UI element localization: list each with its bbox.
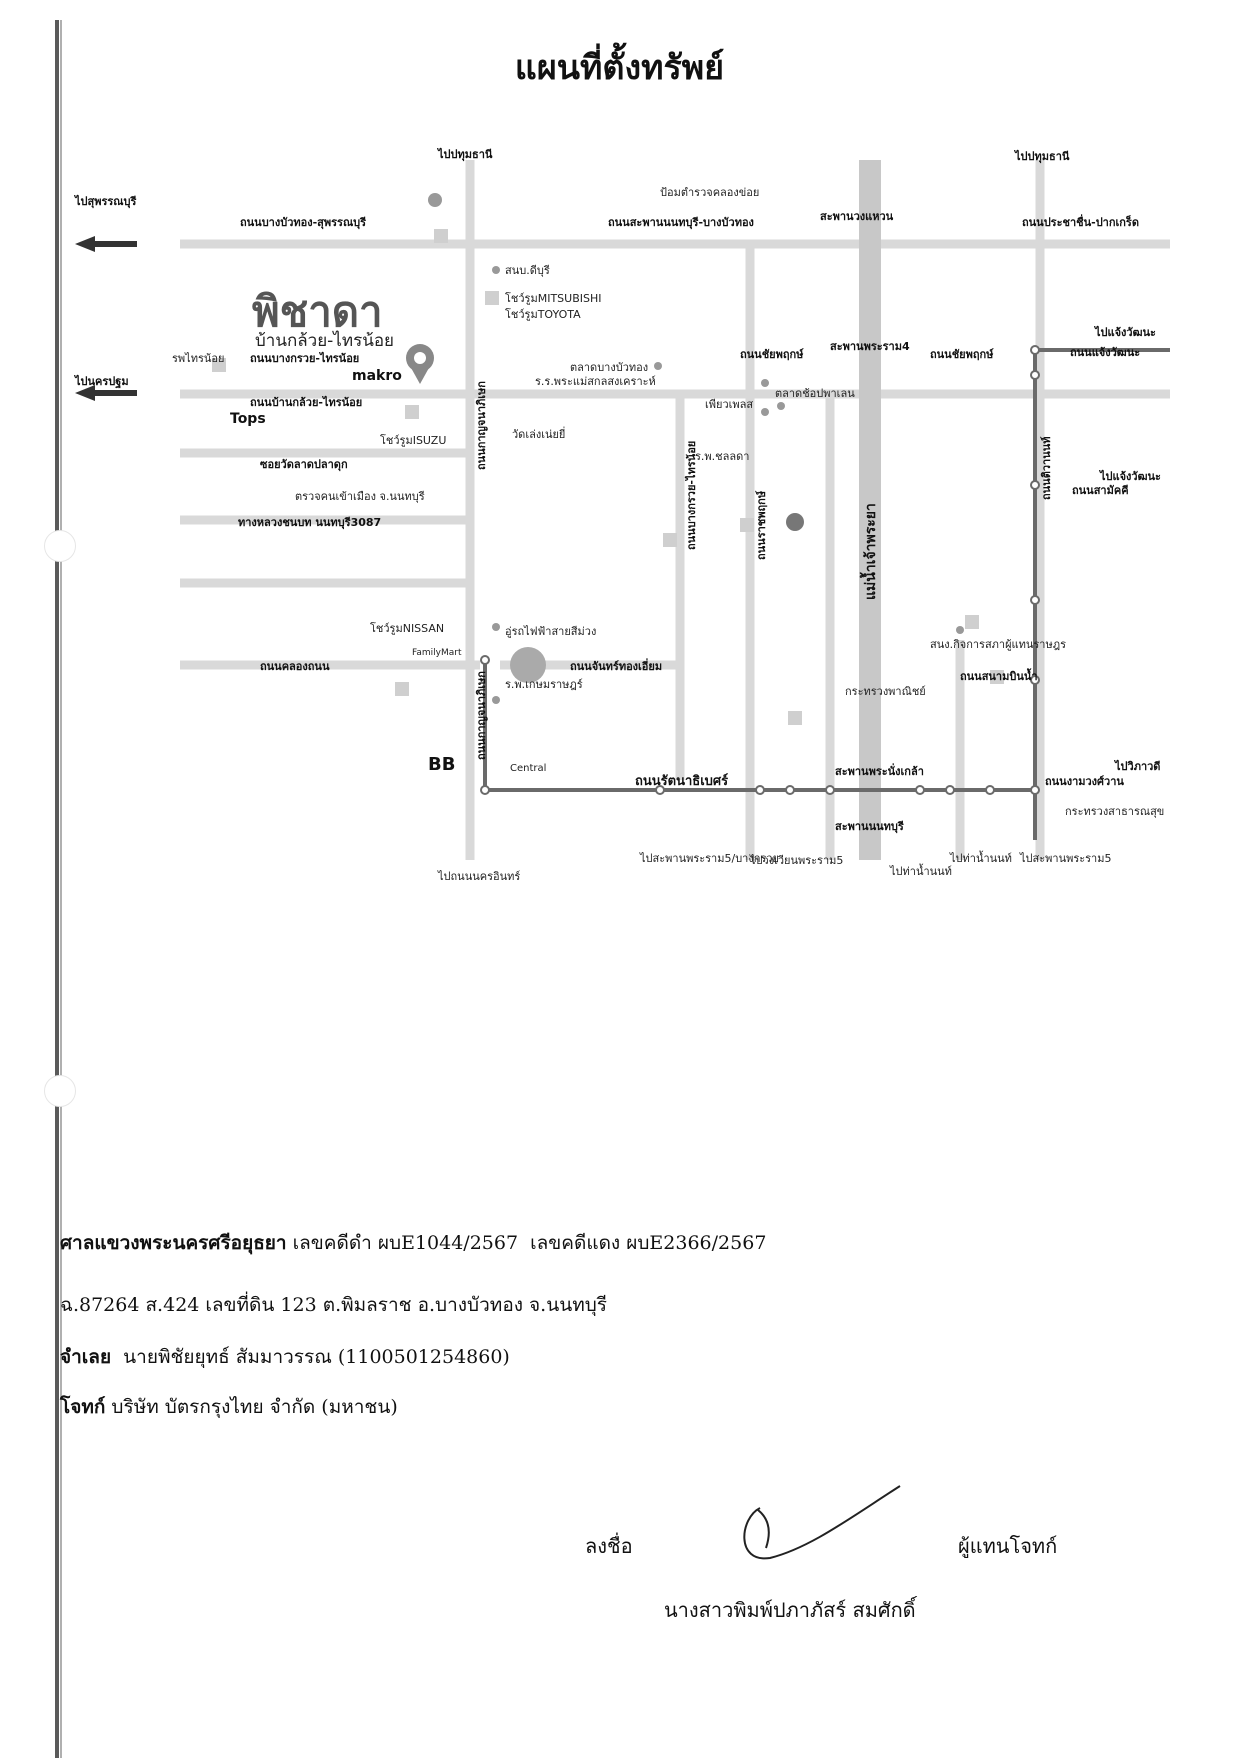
store-logos — [212, 229, 1004, 725]
case-red: เลขคดีแดง ผบE2366/2567 — [530, 1232, 767, 1254]
direction-arrows — [75, 236, 137, 401]
map-label: วัดเล่งเน่ยยี่ — [512, 426, 565, 441]
map-label: สะพานวงแหวน — [820, 210, 894, 223]
map-label: โชว์รูมTOYOTA — [505, 307, 581, 321]
roads — [180, 160, 1170, 860]
map-label: โชว์รูมNISSAN — [370, 621, 444, 635]
map-label: ร.ร.พระแม่สกลสงเคราะห์ — [535, 375, 656, 388]
map-label: ป้อมตำรวจคลองข่อย — [660, 186, 759, 199]
map-label: ถนนจันทร์ทองเอี่ยม — [570, 658, 662, 673]
location-map: พิชาดา บ้านกล้วย-ไทรน้อย ไปสุพรรณบุรี ไป… — [73, 147, 1170, 883]
defendant-line: จำเลย นายพิชัยยุทธ์ สัมมาวรรณ (110050125… — [60, 1342, 510, 1372]
map-label: ไปปทุมธานี — [436, 147, 493, 162]
map-label: ตรวจคนเข้าเมือง จ.นนทบุรี — [295, 490, 425, 503]
page-title: แผนที่ตั้งทรัพย์ — [514, 48, 725, 88]
map-label: Central — [510, 763, 546, 774]
case-black: เลขคดีดำ ผบE1044/2567 — [292, 1232, 519, 1254]
map-label: ถนนคลองถนน — [260, 660, 330, 673]
defendant-label: จำเลย — [60, 1346, 112, 1368]
map-label: ถนนราชพฤกษ์ — [755, 490, 768, 560]
map-label: ถนนงามวงศ์วาน — [1045, 775, 1124, 788]
map-label: ถนนสนามบินน้ำ — [960, 668, 1038, 683]
map-label: ไปวงเวียนพระราม5 — [749, 854, 843, 867]
map-label: สนบ.ดีบุรี — [505, 264, 550, 277]
signer-name: นางสาวพิมพ์ปภาภัสร์ สมศักดิ์ — [664, 1598, 916, 1622]
map-label: ถนนบางกรวย-ไทรน้อย — [684, 441, 698, 550]
map-label: ถนนสามัคคี — [1072, 484, 1129, 497]
map-label: โชว์รูมMITSUBISHI — [505, 291, 602, 305]
map-label: กระทรวงพาณิชย์ — [845, 685, 926, 698]
map-label: ร.พ.เกษมราษฎร์ — [505, 678, 583, 691]
map-label: ไปปทุมธานี — [1013, 149, 1070, 164]
map-label: ถนนบางบัวทอง-สุพรรณบุรี — [240, 216, 366, 230]
map-label: สะพานพระราม4 — [830, 340, 910, 353]
map-label: ร.พ.ชลลดา — [695, 450, 749, 463]
map-label: รพไทรน้อย — [172, 352, 224, 365]
defendant-name: นายพิชัยยุทธ์ สัมมาวรรณ (1100501254860) — [123, 1346, 510, 1368]
map-label: ไปสะพานพระราม5/บางกรวย — [639, 852, 779, 865]
map-label: ไปแจ้งวัฒนะ — [1093, 325, 1156, 339]
plaintiff-label: โจทก์ — [60, 1396, 106, 1418]
map-label: สะพานพระนั่งเกล้า — [835, 763, 924, 778]
binder-edge — [55, 20, 59, 1758]
map-label: ไปวิภาวดี — [1113, 759, 1160, 773]
map-label: ทางหลวงชนบท นนทบุรี3087 — [238, 516, 381, 530]
map-label: ไปสุพรรณบุรี — [73, 194, 136, 209]
map-label: ถนนรัตนาธิเบศร์ — [635, 773, 728, 789]
map-label: ถนนสะพานนนทบุรี-บางบัวทอง — [608, 216, 754, 230]
map-label: ไปถนนนครอินทร์ — [437, 870, 520, 883]
plaintiff-name: บริษัท บัตรกรุงไทย จำกัด (มหาชน) — [111, 1396, 398, 1418]
map-label: ถนนกาญจนาภิเษก — [475, 671, 488, 760]
map-label: อู่รถไฟฟ้าสายสีม่วง — [505, 625, 596, 638]
map-label: แม่น้ำเจ้าพระยา — [859, 503, 879, 600]
property-pin-icon — [406, 344, 434, 384]
punch-hole — [44, 1075, 76, 1107]
signature-scribble — [743, 1485, 901, 1560]
map-label: ไปท่าน้ำนนท์ — [949, 850, 1012, 865]
map-label: ไปสะพานพระราม5 — [1019, 852, 1112, 865]
map-label: กระทรวงสาธารณสุข — [1065, 805, 1164, 818]
map-label: ซอยวัดลาดปลาดุก — [260, 458, 348, 472]
map-label: makro — [352, 368, 402, 384]
brand-sub: บ้านกล้วย-ไทรน้อย — [255, 330, 394, 351]
court-label: ศาลแขวงพระนครศรีอยุธยา — [60, 1232, 287, 1254]
sign-label: ลงชื่อ — [585, 1534, 633, 1558]
map-label: ตลาดช้อปพาเลน — [775, 387, 855, 400]
poi-markers — [428, 193, 964, 704]
map-label: ถนนแจ้งวัฒนะ — [1070, 346, 1140, 359]
map-label: FamilyMart — [412, 648, 462, 658]
map-label: ถนนชัยพฤกษ์ — [930, 348, 994, 361]
map-label: ไปแจ้งวัฒนะ — [1098, 469, 1161, 483]
map-label: ไปนครปฐม — [73, 374, 129, 389]
map-label: ถนนประชาชื่น-ปากเกร็ด — [1022, 214, 1139, 229]
map-label: เพียวเพลส — [705, 398, 753, 411]
plaintiff-line: โจทก์ บริษัท บัตรกรุงไทย จำกัด (มหาชน) — [60, 1392, 398, 1422]
map-label: โชว์รูมISUZU — [380, 433, 446, 447]
map-label: ตลาดบางบัวทอง — [570, 361, 648, 374]
binder-edge-shadow — [60, 20, 62, 1758]
map-label: ถนนกาญจนาภิเษก — [475, 381, 488, 470]
central-logo-icon — [510, 647, 546, 683]
punch-hole — [44, 530, 76, 562]
brand-name: พิชาดา — [252, 287, 383, 336]
deed-line: ฉ.87264 ส.424 เลขที่ดิน 123 ต.พิมลราช อ.… — [60, 1294, 607, 1316]
map-label: สะพานนนทบุรี — [835, 820, 904, 834]
station-dots — [480, 345, 1040, 795]
court-line: ศาลแขวงพระนครศรีอยุธยา เลขคดีดำ ผบE1044/… — [60, 1228, 766, 1258]
map-label: ถนนชัยพฤกษ์ — [740, 348, 804, 361]
map-label: BB — [428, 754, 455, 775]
map-label: ไปท่าน้ำนนท์ — [889, 863, 952, 878]
map-label: ถนนติวานนท์ — [1040, 437, 1053, 501]
map-label: ถนนบางกรวย-ไทรน้อย — [250, 351, 359, 365]
map-label: ถนนบ้านกล้วย-ไทรน้อย — [250, 395, 362, 409]
signer-role: ผู้แทนโจทก์ — [958, 1534, 1058, 1558]
map-label: Tops — [230, 411, 266, 427]
map-label: สนง.กิจการสภาผู้แทนราษฎร — [930, 638, 1066, 651]
